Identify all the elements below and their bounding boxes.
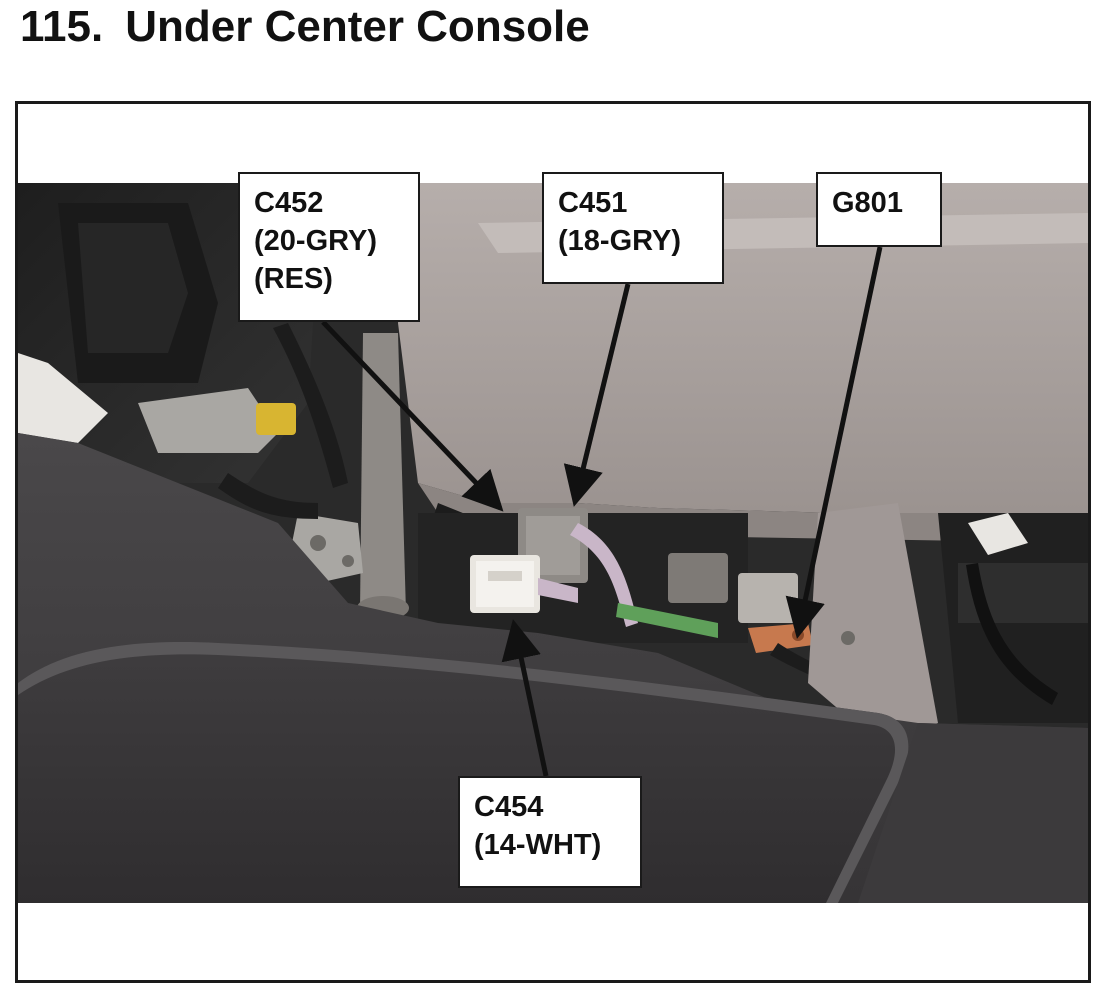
callout-c451-id: C451 — [558, 187, 628, 219]
callout-g801: G801 — [816, 172, 942, 247]
callout-c454-spec: (14-WHT) — [474, 829, 602, 861]
airbag-bracket — [138, 388, 278, 453]
steering-column-support — [360, 333, 406, 613]
callout-c452-id: C452 — [254, 187, 324, 219]
component-location-photo — [18, 183, 1088, 903]
page-number: 115. — [20, 2, 104, 51]
page-title-text: Under Center Console — [125, 2, 590, 51]
floor-mat — [18, 642, 909, 903]
callout-c452-spec: (20-GRY) — [254, 225, 377, 257]
figure-frame: C452 (20-GRY) (RES) C451 (18-GRY) G801 C… — [15, 101, 1091, 983]
callout-c454: C454 (14-WHT) — [458, 776, 642, 888]
connector-gray-right — [668, 553, 728, 603]
callout-c451-spec: (18-GRY) — [558, 225, 681, 257]
callout-c452: C452 (20-GRY) (RES) — [238, 172, 420, 322]
airbag-connector — [256, 403, 296, 435]
page-title: 115. Under Center Console — [20, 2, 590, 52]
callout-c451: C451 (18-GRY) — [542, 172, 724, 284]
callout-c452-note: (RES) — [254, 263, 333, 295]
callout-c454-id: C454 — [474, 791, 544, 823]
insulation — [18, 353, 108, 443]
floor-mat-right — [858, 723, 1088, 903]
callout-g801-id: G801 — [832, 187, 903, 219]
